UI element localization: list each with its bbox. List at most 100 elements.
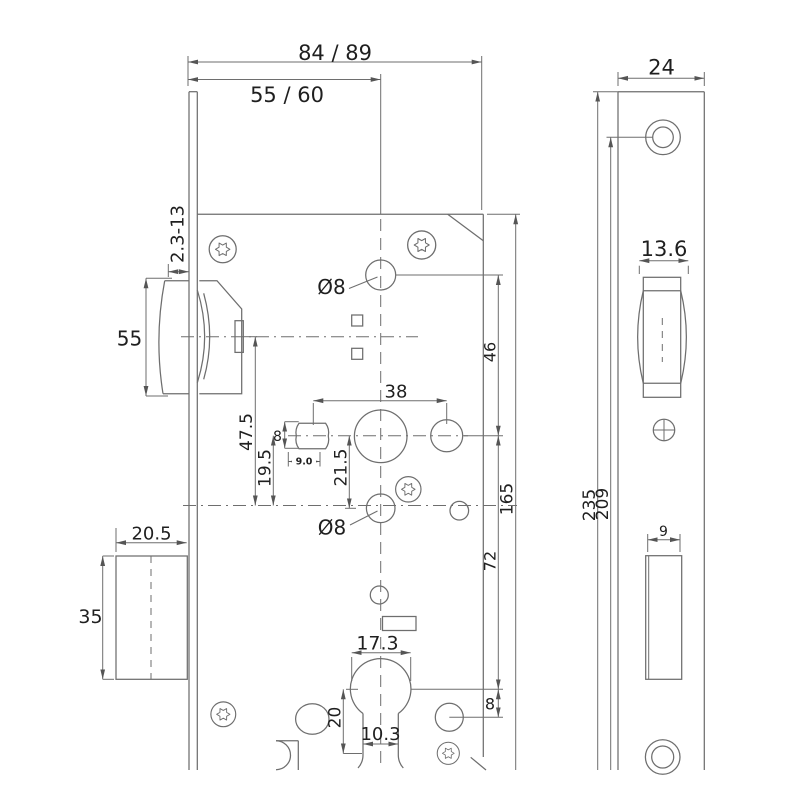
screw-hole-bottom [644,739,681,775]
latch-bevel-arc-inner [203,293,211,380]
dim-backset: 55 / 60 [188,77,381,107]
cylinder-keyhole [349,657,412,769]
dim-165: 165 [487,213,520,770]
dim-label-8-follower: 8 [273,429,282,445]
torx-screw-bottom-right [436,741,460,765]
torx-screw-top-left [208,235,237,264]
dim-label-9: 9 [659,524,668,540]
dim-label-21-5: 21.5 [332,449,352,487]
front-view-dimensions: 24 13.6 9 235 209 [580,56,705,770]
faceplate-edge [188,91,198,770]
bolt-cutout-rect [645,555,683,680]
keyway-left-side [357,713,364,769]
dim-cyl-slot: 10.3 [360,724,401,747]
dim-label-20: 20 [326,707,346,729]
dim-label-38: 38 [385,382,408,403]
label-backplate [292,455,316,466]
dim-label-47-5: 47.5 [237,413,257,451]
latch-cutout-front [637,276,687,398]
leader-line [349,510,378,526]
latch-bevel-arc-outer [196,289,206,383]
dim-label-84-89: 84 / 89 [298,41,372,65]
dim-label-10-3: 10.3 [360,724,400,745]
dim-47-5: 47.5 [237,336,258,506]
cylinder-circle [349,657,412,715]
faceplate-front [617,91,705,770]
square-hole-lower [351,347,364,360]
small-hole-right [449,500,470,521]
keyway-right-side [397,713,404,769]
screw-hole-outer [644,739,681,775]
dim-21-5: 21.5 [332,435,356,509]
hub-hole-center [353,409,408,464]
dim-latch-height: 55 [117,277,172,397]
dim-latch-adjust: 2.3-13 [168,205,189,277]
latch-cutout-rect [642,276,682,398]
dim-72: 72 [481,435,501,690]
dim-overall-width: 84 / 89 [187,41,483,210]
latch-bulge-left [637,290,644,384]
dim-19-5: 19.5 [256,435,276,506]
dim-bottom-hole: Ø8 [318,510,378,540]
dim-label-35: 35 [78,606,102,628]
deadbolt [115,555,188,680]
dim-label-55: 55 [117,327,142,351]
bracket-cutout [275,740,299,771]
latch-bolt [158,280,244,395]
dim-label-209: 209 [593,488,613,520]
side-view-dimensions: 84 / 89 55 / 60 2.3-13 55 Ø8 Ø8 [78,41,520,770]
dim-label-dia8-top: Ø8 [317,275,345,299]
oval-hole-bottom [294,703,330,735]
small-hole-center [369,585,389,605]
dim-label-235: 235 [580,489,600,521]
bottom-spindle-hole [365,493,396,524]
lock-body-outline [197,213,487,771]
follower-hole-left [295,422,330,450]
dim-label-165: 165 [498,483,518,515]
dim-label-24: 24 [648,56,675,80]
dim-46: 46 [396,274,503,437]
latch-head-face-arc [158,280,166,394]
corner-chamfer-line [447,213,484,242]
torx-screw-middle [395,476,422,503]
dim-cyl-width: 17.3 [351,633,412,681]
dim-label-55-60: 55 / 60 [250,83,324,107]
phillips-screw [652,418,676,442]
dim-bolt-depth: 20.5 [115,524,187,552]
dim-label-19-5: 19.5 [256,449,276,487]
side-view [115,74,517,771]
leader-line [348,276,378,289]
front-view [617,91,705,775]
dim-label-20-5: 20.5 [131,524,171,545]
dim-hub-span: 38 [312,382,448,425]
dim-label-13-6: 13.6 [641,237,688,261]
deadbolt-body [115,555,188,680]
square-hole-upper [351,314,364,327]
dim-front-latch-width: 13.6 [638,237,689,274]
dim-bolt-height: 35 [78,555,114,680]
dim-plate-width: 24 [617,56,705,86]
dim-label-2-3-13: 2.3-13 [168,205,189,263]
screw-hole-inner [652,126,674,149]
screw-hole-inner [651,745,675,769]
bracket-arc [275,740,292,771]
dim-8-offset: 8 [411,688,503,718]
slot-rectangle [381,615,417,632]
dim-label-dia8-bottom: Ø8 [318,516,346,540]
dim-cyl-length: 20 [326,688,362,754]
dim-follower-width: 9.0 [287,452,321,468]
dim-follower-height: 8 [273,421,299,449]
dim-front-bolt-width: 9 [647,524,681,552]
bottom-break-line [470,756,487,771]
torx-screw-top-right [407,230,437,260]
bolt-cutout-front [645,555,683,680]
dim-plate-length-screw: 209 [593,136,653,770]
dim-label-46: 46 [481,342,500,362]
dim-plate-length-total: 235 [580,91,618,770]
torx-screw-bottom-left [210,701,237,728]
phillips-screw-circle [652,418,676,442]
top-spindle-hole [365,259,397,291]
dim-label-8-offset: 8 [485,695,495,714]
